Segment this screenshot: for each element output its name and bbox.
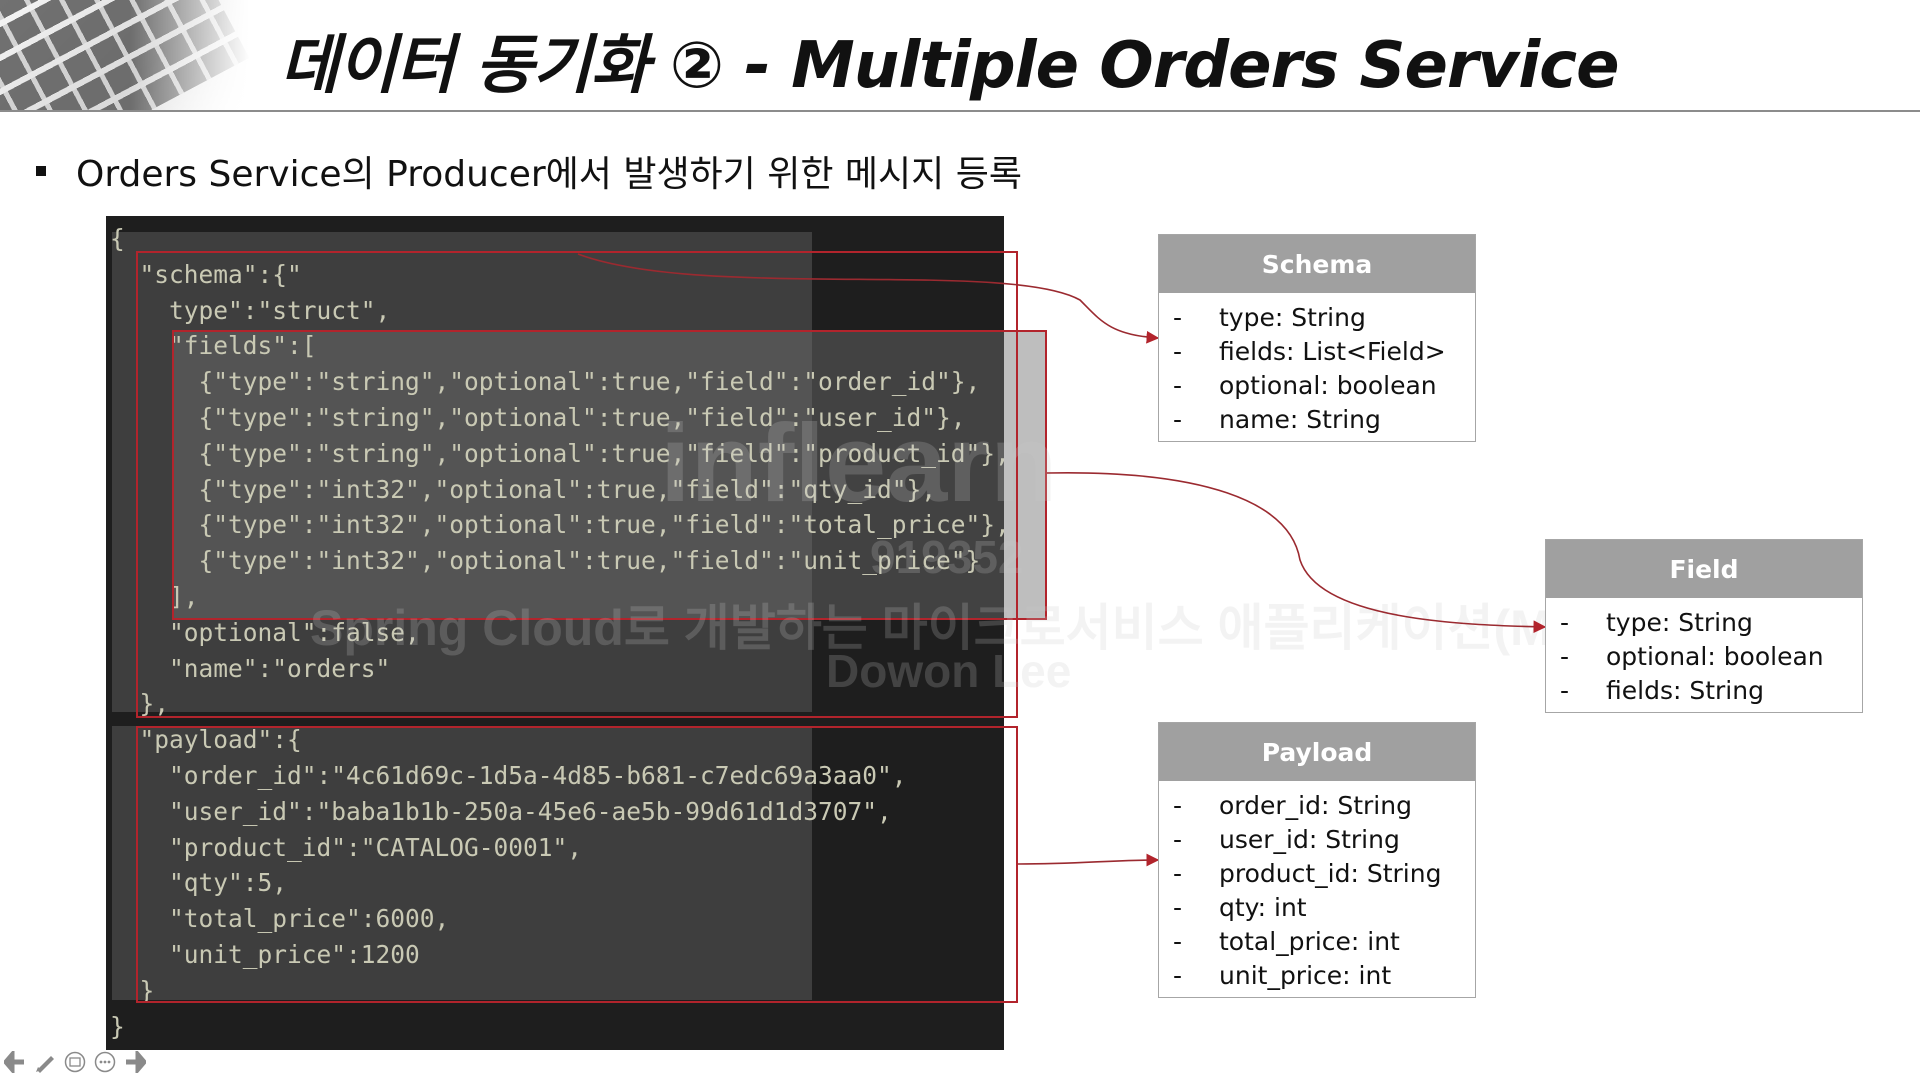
box-item: -user_id: String — [1173, 825, 1400, 854]
code-line: "product_id":"CATALOG-0001", — [110, 832, 583, 862]
watermark-logo: inflearn — [660, 402, 1058, 525]
code-line: {"type":"string","optional":true,"field"… — [110, 438, 1010, 468]
payload-red-box — [136, 726, 1018, 1003]
code-line: "qty":5, — [110, 868, 288, 898]
header-divider — [0, 110, 1920, 112]
code-line: {"type":"string","optional":true,"field"… — [110, 403, 966, 432]
code-line: } — [110, 975, 155, 1005]
bullet-item: Orders Service의 Producer에서 발생하기 위한 메시지 등… — [36, 145, 1022, 197]
payload-box-items: -order_id: String -user_id: String -prod… — [1159, 781, 1475, 993]
code-line: "optional":false, — [110, 617, 420, 647]
payload-arrow — [1017, 853, 1160, 867]
watermark-id: 919352 — [870, 531, 1024, 583]
next-arrow-icon[interactable] — [124, 1051, 146, 1073]
code-line: {"type":"int32","optional":true,"field":… — [110, 510, 1010, 540]
code-line: "name":"orders" — [110, 653, 391, 683]
box-item: -type: String — [1173, 303, 1366, 332]
schema-red-box — [136, 251, 1018, 718]
code-line: "schema":{" — [110, 259, 302, 289]
watermark-author: Dowon Lee — [826, 645, 1072, 697]
schema-class-box: Schema -type: String -fields: List<Field… — [1158, 234, 1476, 442]
more-icon[interactable] — [94, 1051, 116, 1073]
box-item: -total_price: int — [1173, 927, 1400, 956]
code-line: "unit_price":1200 — [110, 940, 420, 969]
box-item: -fields: String — [1560, 676, 1764, 705]
schema-box-title: Schema — [1159, 235, 1475, 293]
slideshow-toolbar — [4, 1051, 146, 1073]
bullet-square-icon — [36, 166, 46, 176]
code-line: {"type":"int32","optional":true,"field":… — [110, 474, 937, 504]
box-item: -optional: boolean — [1173, 371, 1437, 400]
code-line: { — [110, 224, 125, 253]
payload-box-title: Payload — [1159, 723, 1475, 781]
schema-box-items: -type: String -fields: List<Field> -opti… — [1159, 293, 1475, 437]
code-line: } — [110, 1011, 125, 1041]
fields-highlight — [172, 330, 1045, 618]
code-line: "order_id":"4c61d69c-1d5a-4d85-b681-c7ed… — [110, 761, 907, 790]
prev-arrow-icon[interactable] — [4, 1051, 26, 1073]
slide-icon[interactable] — [64, 1051, 86, 1073]
box-item: -product_id: String — [1173, 859, 1442, 888]
code-line: type":"struct", — [110, 295, 391, 325]
code-line: "user_id":"baba1b1b-250a-45e6-ae5b-99d61… — [110, 796, 892, 826]
box-item: -qty: int — [1173, 893, 1307, 922]
slide-title: 데이터 동기화 ② - Multiple Orders Service — [280, 29, 1619, 103]
code-line: "total_price":6000, — [110, 904, 450, 934]
field-box-title: Field — [1546, 540, 1862, 598]
box-item: -optional: boolean — [1560, 642, 1824, 671]
box-item: -unit_price: int — [1173, 961, 1392, 990]
payload-highlight — [112, 726, 812, 1000]
code-line: "payload":{ — [110, 725, 302, 755]
bullet-text: Orders Service의 Producer에서 발생하기 위한 메시지 등… — [76, 154, 1022, 195]
box-item: -name: String — [1173, 405, 1381, 434]
slide-header: 데이터 동기화 ② - Multiple Orders Service — [0, 0, 1920, 111]
code-line: {"type":"string","optional":true,"field"… — [110, 367, 981, 397]
box-item: -fields: List<Field> — [1173, 337, 1446, 366]
field-class-box: Field -type: String -optional: boolean -… — [1545, 539, 1863, 713]
code-line: "fields":[ — [110, 331, 317, 361]
code-line: {"type":"int32","optional":true,"field":… — [110, 546, 981, 576]
box-item: -type: String — [1560, 608, 1753, 637]
box-item: -order_id: String — [1173, 791, 1412, 820]
payload-class-box: Payload -order_id: String -user_id: Stri… — [1158, 722, 1476, 998]
field-box-items: -type: String -optional: boolean -fields… — [1546, 598, 1862, 708]
laptop-keyboard-image — [0, 0, 250, 110]
code-line: }, — [110, 689, 170, 719]
pen-icon[interactable] — [34, 1051, 56, 1073]
